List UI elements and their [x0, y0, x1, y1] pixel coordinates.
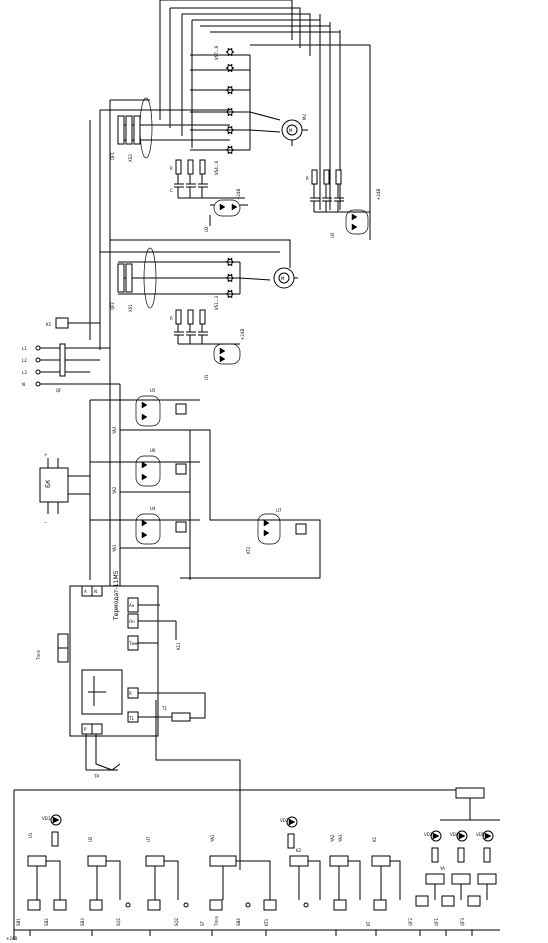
vs4-label: VS4...6	[214, 160, 219, 175]
motor-m1-group: M	[273, 267, 298, 289]
switch-tmm: Tmm	[214, 916, 219, 927]
switch-sb1: SB1	[16, 918, 21, 926]
coil-ya2: YA2	[330, 834, 335, 843]
ctrl-in-t: Т1	[128, 716, 134, 721]
switch-kt: KT	[366, 921, 371, 926]
indicator-vd4: VD4	[450, 832, 459, 837]
indicator-vd2: VD2	[280, 818, 289, 823]
switch-st: ST	[200, 920, 205, 926]
indicator-vd3: VD3	[424, 832, 433, 837]
motor-m2-group: M M2	[281, 114, 308, 146]
ctrl-out-b: Он	[129, 619, 135, 624]
breaker-qf2: QF2 XS1	[110, 247, 157, 312]
ctrl-in-p: P	[84, 727, 87, 732]
supply-terminals: K1 L1 L2 L3 N QF	[22, 317, 121, 590]
coil-k1: K1	[372, 836, 377, 842]
switch-qf1: QF1	[434, 918, 439, 926]
optocoupler-u1: U1 +24В	[204, 329, 245, 380]
coil-k2: K2	[296, 848, 302, 853]
power-bus-top	[89, 0, 371, 360]
u1-label: U1	[204, 374, 209, 380]
kt2-section: KT2 U7	[180, 429, 321, 579]
rc-r-label-right: R	[306, 176, 309, 181]
controller-block: A N Термодат-11М5 Ан Он Тмм K11 R Т1 Т1 …	[36, 570, 241, 870]
switch-sb3: SB3	[80, 918, 85, 926]
ctrl-term-a: A	[84, 589, 87, 594]
bk-minus: −	[44, 520, 47, 525]
ya1-label: YA1	[112, 544, 117, 553]
switch-qf2: QF2	[408, 918, 413, 926]
phase-l1: L1	[22, 346, 27, 351]
control-row: +24В VD1 VD2 VD3 VD4 VD5 U1 U2	[6, 787, 500, 941]
switch-qf3: QF3	[460, 918, 465, 926]
coil-ya: YA	[439, 866, 445, 871]
thermo-label: Tmm	[36, 650, 41, 661]
plus24-right: +24В	[376, 189, 381, 200]
u5-label: U5	[150, 388, 156, 393]
rc-snubber-mid: R	[170, 309, 240, 345]
optocoupler-u2: U2 +24В	[204, 189, 248, 232]
phase-n: N	[22, 382, 25, 387]
to-k1-label: K11	[176, 642, 181, 650]
controller-title: Термодат-11М5	[113, 570, 120, 621]
plus24-top: +24В	[236, 189, 241, 200]
indicator-vd1: VD1	[42, 816, 51, 821]
rc-r-label-mid: R	[170, 316, 173, 321]
phase-l3: L3	[22, 370, 27, 375]
vs7-label: VS7...9	[214, 45, 219, 60]
coil-u7: U7	[146, 836, 151, 842]
power-bus-mid	[100, 239, 291, 295]
qf1-label: QF1	[110, 152, 115, 160]
ctrl-out-a: Ан	[129, 603, 135, 608]
u2-label: U2	[204, 226, 209, 232]
ctrl-term-n: N	[94, 589, 97, 594]
breaker-qf1: QF1 XS3	[110, 97, 153, 162]
coil-u2: U2	[88, 836, 93, 842]
motor-m2-label: M2	[302, 114, 307, 120]
switch-sb2: SB2	[44, 918, 49, 926]
u3-label: U3	[330, 232, 335, 238]
switch-sb4: SB4	[236, 918, 241, 926]
u7-label: U7	[276, 508, 282, 513]
motor-m1-symbol: M	[281, 276, 285, 281]
vs1-label: VS1...3	[214, 295, 219, 310]
ya2-label: YA2	[112, 486, 117, 495]
phase-l2: L2	[22, 358, 27, 363]
k1-label: K1	[46, 322, 52, 327]
bottom-plus24: +24В	[6, 936, 17, 941]
probe-label: TP	[93, 774, 99, 779]
valve-section: U5 U6 U4 YA3 YA2 YA1	[89, 388, 200, 580]
thyristor-stack-top: VS7...9 VS4...6	[214, 45, 235, 175]
u4-label: U4	[150, 506, 156, 511]
switch-sq1: SQ1	[116, 917, 121, 926]
bk-plus: +	[44, 452, 47, 457]
kt2-label: KT2	[246, 546, 251, 554]
bk-label: БК	[45, 479, 52, 488]
thyristor-stack-mid: VS1...3	[214, 257, 235, 310]
xs3-label: XS3	[128, 154, 133, 162]
qf2-label: QF2	[110, 302, 115, 310]
motor-m2-symbol: M	[289, 128, 293, 133]
ya3-label: YA3	[112, 426, 117, 435]
xs1-label: XS1	[128, 304, 133, 312]
switch-sq2: SQ2	[174, 917, 179, 926]
coil-ya1: YA1	[210, 834, 215, 843]
indicator-vd5: VD5	[476, 832, 485, 837]
rc-r-label-top: R	[170, 166, 173, 171]
ctrl-in-r: R	[129, 691, 132, 696]
rc-snubber-right: +24В U3 R	[306, 169, 381, 238]
switch-kt1: KT1	[264, 918, 269, 926]
qf-label: QF	[56, 388, 62, 393]
coil-u1: U1	[28, 832, 33, 838]
coil-ya3: YA3	[338, 834, 343, 843]
bk-block: БК + −	[39, 452, 90, 525]
u6-label: U6	[150, 448, 156, 453]
ctrl-out-c: Тмм	[128, 641, 137, 646]
ctrl-sensor: Т1	[161, 706, 167, 711]
rc-c-label-top: C	[170, 188, 173, 193]
plus24-mid: +24В	[240, 329, 245, 340]
rc-snubber-top: R C	[170, 159, 245, 199]
